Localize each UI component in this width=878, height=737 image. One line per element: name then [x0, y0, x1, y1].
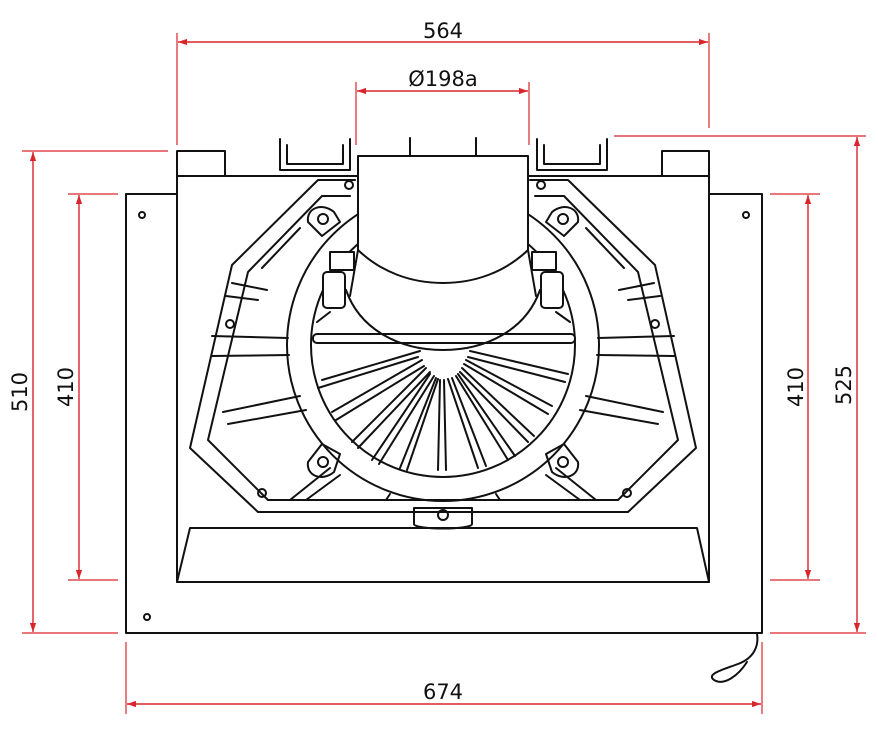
ring-and-spokes	[211, 188, 675, 502]
panel-hole-bottom-left	[143, 613, 151, 621]
burner-bar	[312, 333, 576, 344]
left-top-tab	[176, 150, 226, 177]
frame-hole	[650, 319, 660, 329]
left-clamp-block	[329, 251, 355, 271]
dimension-410-right: 410	[770, 193, 820, 581]
lug-bottom-right	[545, 443, 580, 478]
cable	[711, 633, 759, 683]
left-clamp	[322, 271, 346, 309]
dimension-525: 525	[614, 135, 866, 634]
flue-pipe	[357, 155, 529, 284]
dim-left-inner-height: 410	[54, 367, 78, 407]
right-clamp-block	[531, 251, 557, 271]
frame-hole	[344, 180, 354, 190]
ring-detail	[316, 311, 571, 323]
dim-bottom-width: 674	[423, 680, 463, 704]
dim-left-outer-height: 510	[8, 372, 32, 412]
frame-hole	[536, 180, 546, 190]
flue-collar	[279, 137, 608, 351]
lugs	[306, 206, 580, 530]
flue-bowl	[345, 289, 541, 351]
dim-top-width: 564	[423, 19, 463, 43]
frame-hole	[622, 488, 632, 498]
dim-right-inner-height: 410	[784, 367, 808, 407]
dim-diameter: Ø198a	[408, 67, 477, 91]
lug-bottom-left	[306, 443, 341, 478]
dimension-410-left: 410	[54, 193, 118, 581]
outer-spokes	[211, 227, 675, 501]
octagon-outer	[189, 179, 697, 513]
flue-bowl-side	[349, 249, 537, 297]
frame-hole	[257, 488, 267, 498]
right-top-tab	[661, 150, 710, 177]
dimension-674: 674	[125, 642, 763, 714]
panel-hole-top-right	[742, 211, 750, 219]
dimension-564: 564	[176, 19, 710, 145]
lug-top-right	[545, 206, 580, 237]
right-bracket	[536, 138, 608, 171]
lug-top-left	[306, 206, 341, 237]
dim-right-outer-height: 525	[832, 365, 856, 405]
frame-hole	[225, 319, 235, 329]
lug-bottom-center	[413, 507, 473, 530]
dimension-diameter: Ø198a	[355, 67, 530, 145]
burner-spokes	[317, 350, 569, 471]
right-clamp	[540, 271, 564, 309]
dimension-510: 510	[8, 150, 168, 634]
left-bracket	[279, 138, 351, 171]
panel-hole-top-left	[138, 211, 146, 219]
